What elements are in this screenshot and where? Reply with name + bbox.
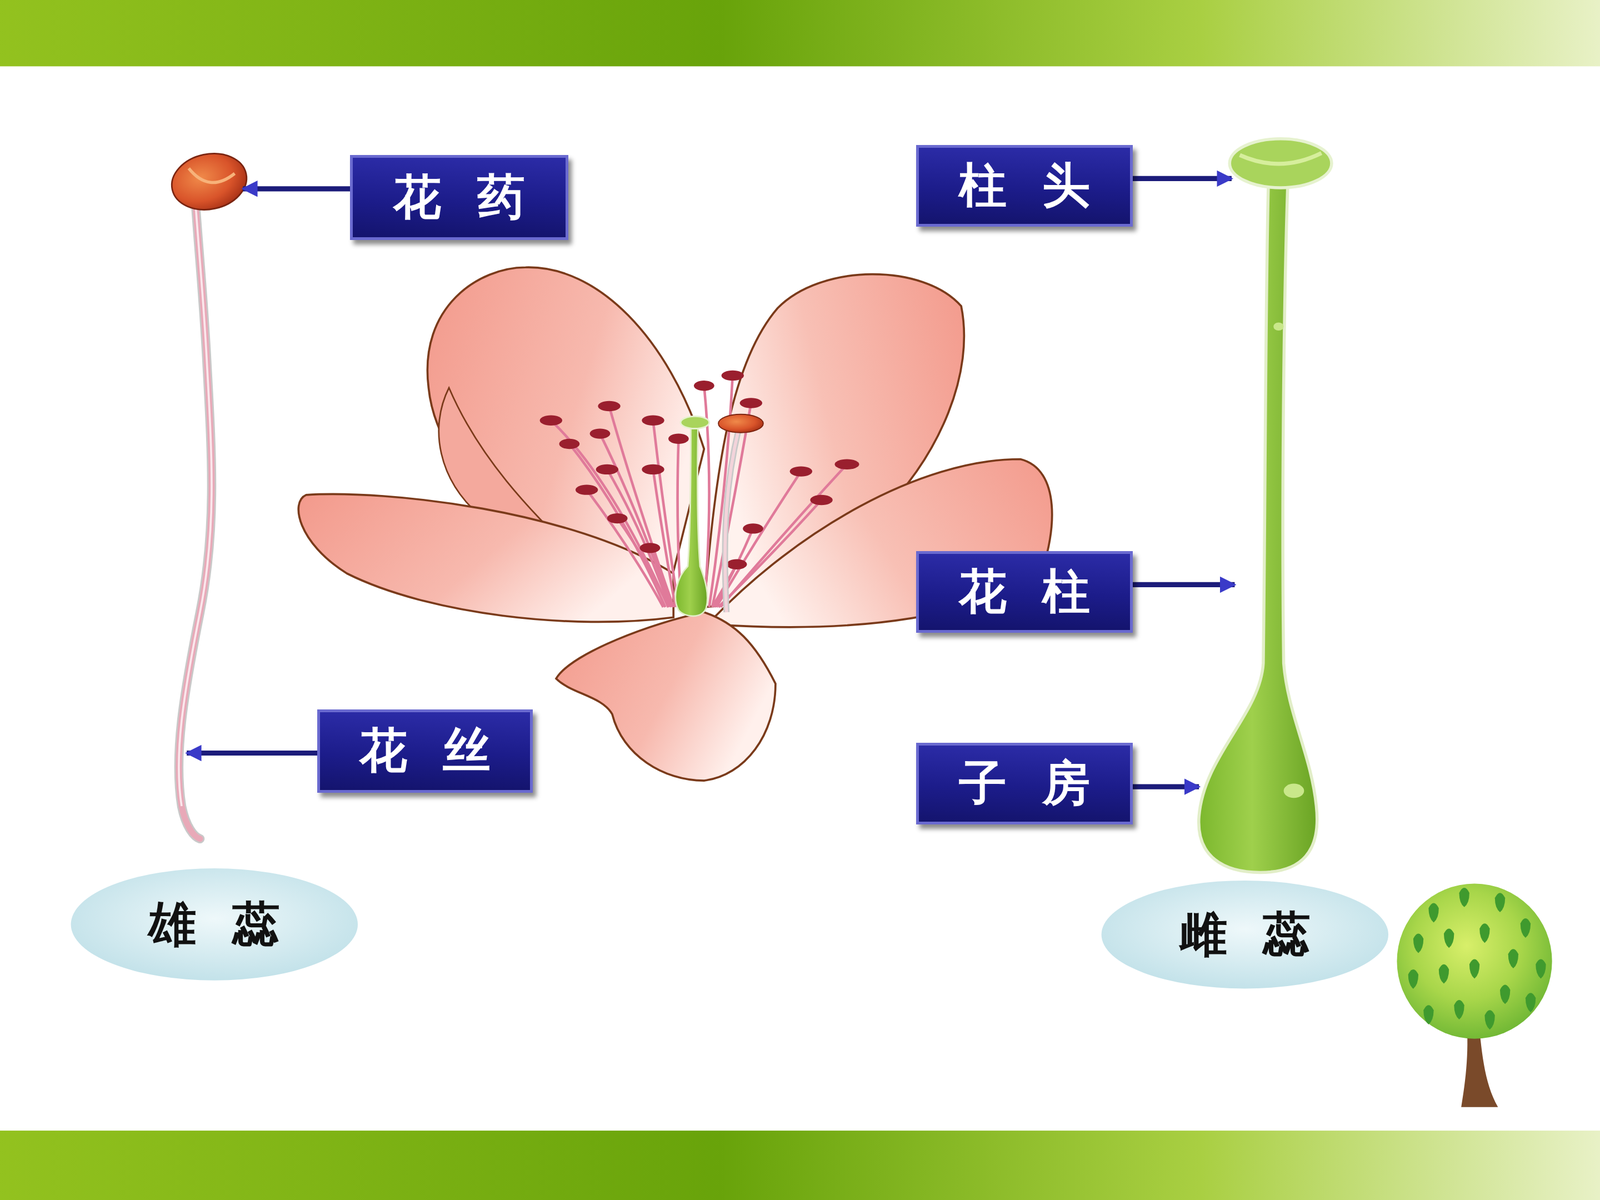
- part-name: 柱 头: [946, 153, 1103, 219]
- part-label-box: 花 丝: [317, 709, 533, 794]
- part-label-box: 花 柱: [916, 551, 1133, 633]
- part-label-box: 子 房: [916, 742, 1133, 825]
- part-name: 花 柱: [946, 559, 1103, 625]
- part-name: 花 药: [381, 165, 538, 230]
- group-label-ellipse: 雌 蕊: [1100, 879, 1390, 990]
- part-name: 子 房: [946, 751, 1103, 817]
- group-name: 雄 蕊: [136, 892, 293, 958]
- group-name: 雌 蕊: [1167, 902, 1323, 968]
- part-name: 花 丝: [347, 718, 503, 784]
- group-label-ellipse: 雄 蕊: [69, 867, 360, 982]
- part-label-box: 花 药: [350, 155, 569, 240]
- part-label-box: 柱 头: [916, 145, 1133, 227]
